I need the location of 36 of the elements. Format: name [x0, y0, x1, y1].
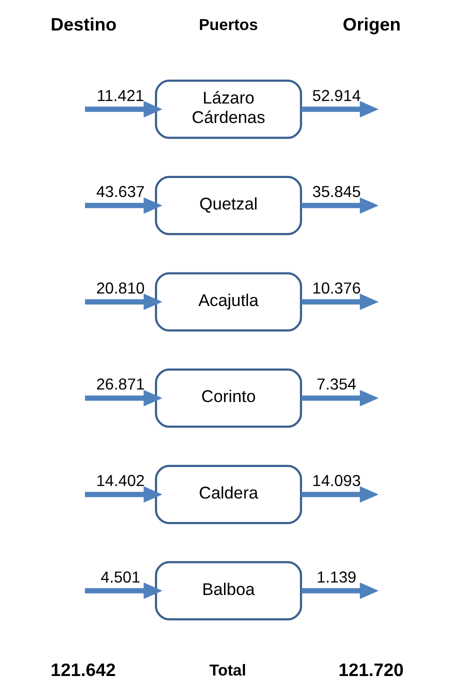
label: 121.720 [338, 660, 404, 680]
arrow [301, 582, 379, 599]
edge-label: 4.501 [100, 569, 140, 586]
node-box: Caldera [154, 464, 302, 524]
node-box: Corinto [154, 368, 302, 428]
arrow [84, 294, 162, 310]
arrow [84, 582, 162, 599]
edge-label: 10.376 [312, 280, 361, 298]
arrow [84, 486, 162, 503]
label: Total [209, 662, 246, 680]
node-box: Lázaro Cárdenas [154, 80, 302, 139]
edge-label: 26.871 [96, 376, 145, 394]
node-box: Quetzal [154, 176, 302, 236]
arrow [301, 390, 379, 406]
arrow [301, 101, 379, 118]
edge-label: 14.402 [96, 472, 145, 490]
label: Puertos [198, 16, 258, 34]
arrow [84, 101, 162, 118]
edge-label: 52.914 [312, 88, 361, 105]
label: 121.642 [50, 660, 116, 680]
arrow [84, 390, 162, 406]
label: Destino [50, 14, 117, 34]
arrow [301, 197, 379, 214]
node-box: Balboa [154, 561, 302, 620]
node-box: Acajutla [154, 272, 302, 332]
edge-label: 7.354 [316, 376, 356, 394]
edge-label: 14.093 [312, 472, 361, 490]
arrow [301, 294, 379, 310]
label: Origen [342, 14, 401, 34]
edge-label: 11.421 [96, 88, 144, 105]
edge-label: 43.637 [96, 184, 145, 202]
edge-label: 35.845 [312, 184, 361, 202]
edge-label: 1.139 [316, 569, 356, 586]
arrow [301, 486, 379, 503]
edge-label: 20.810 [96, 280, 145, 298]
arrow [84, 197, 162, 214]
